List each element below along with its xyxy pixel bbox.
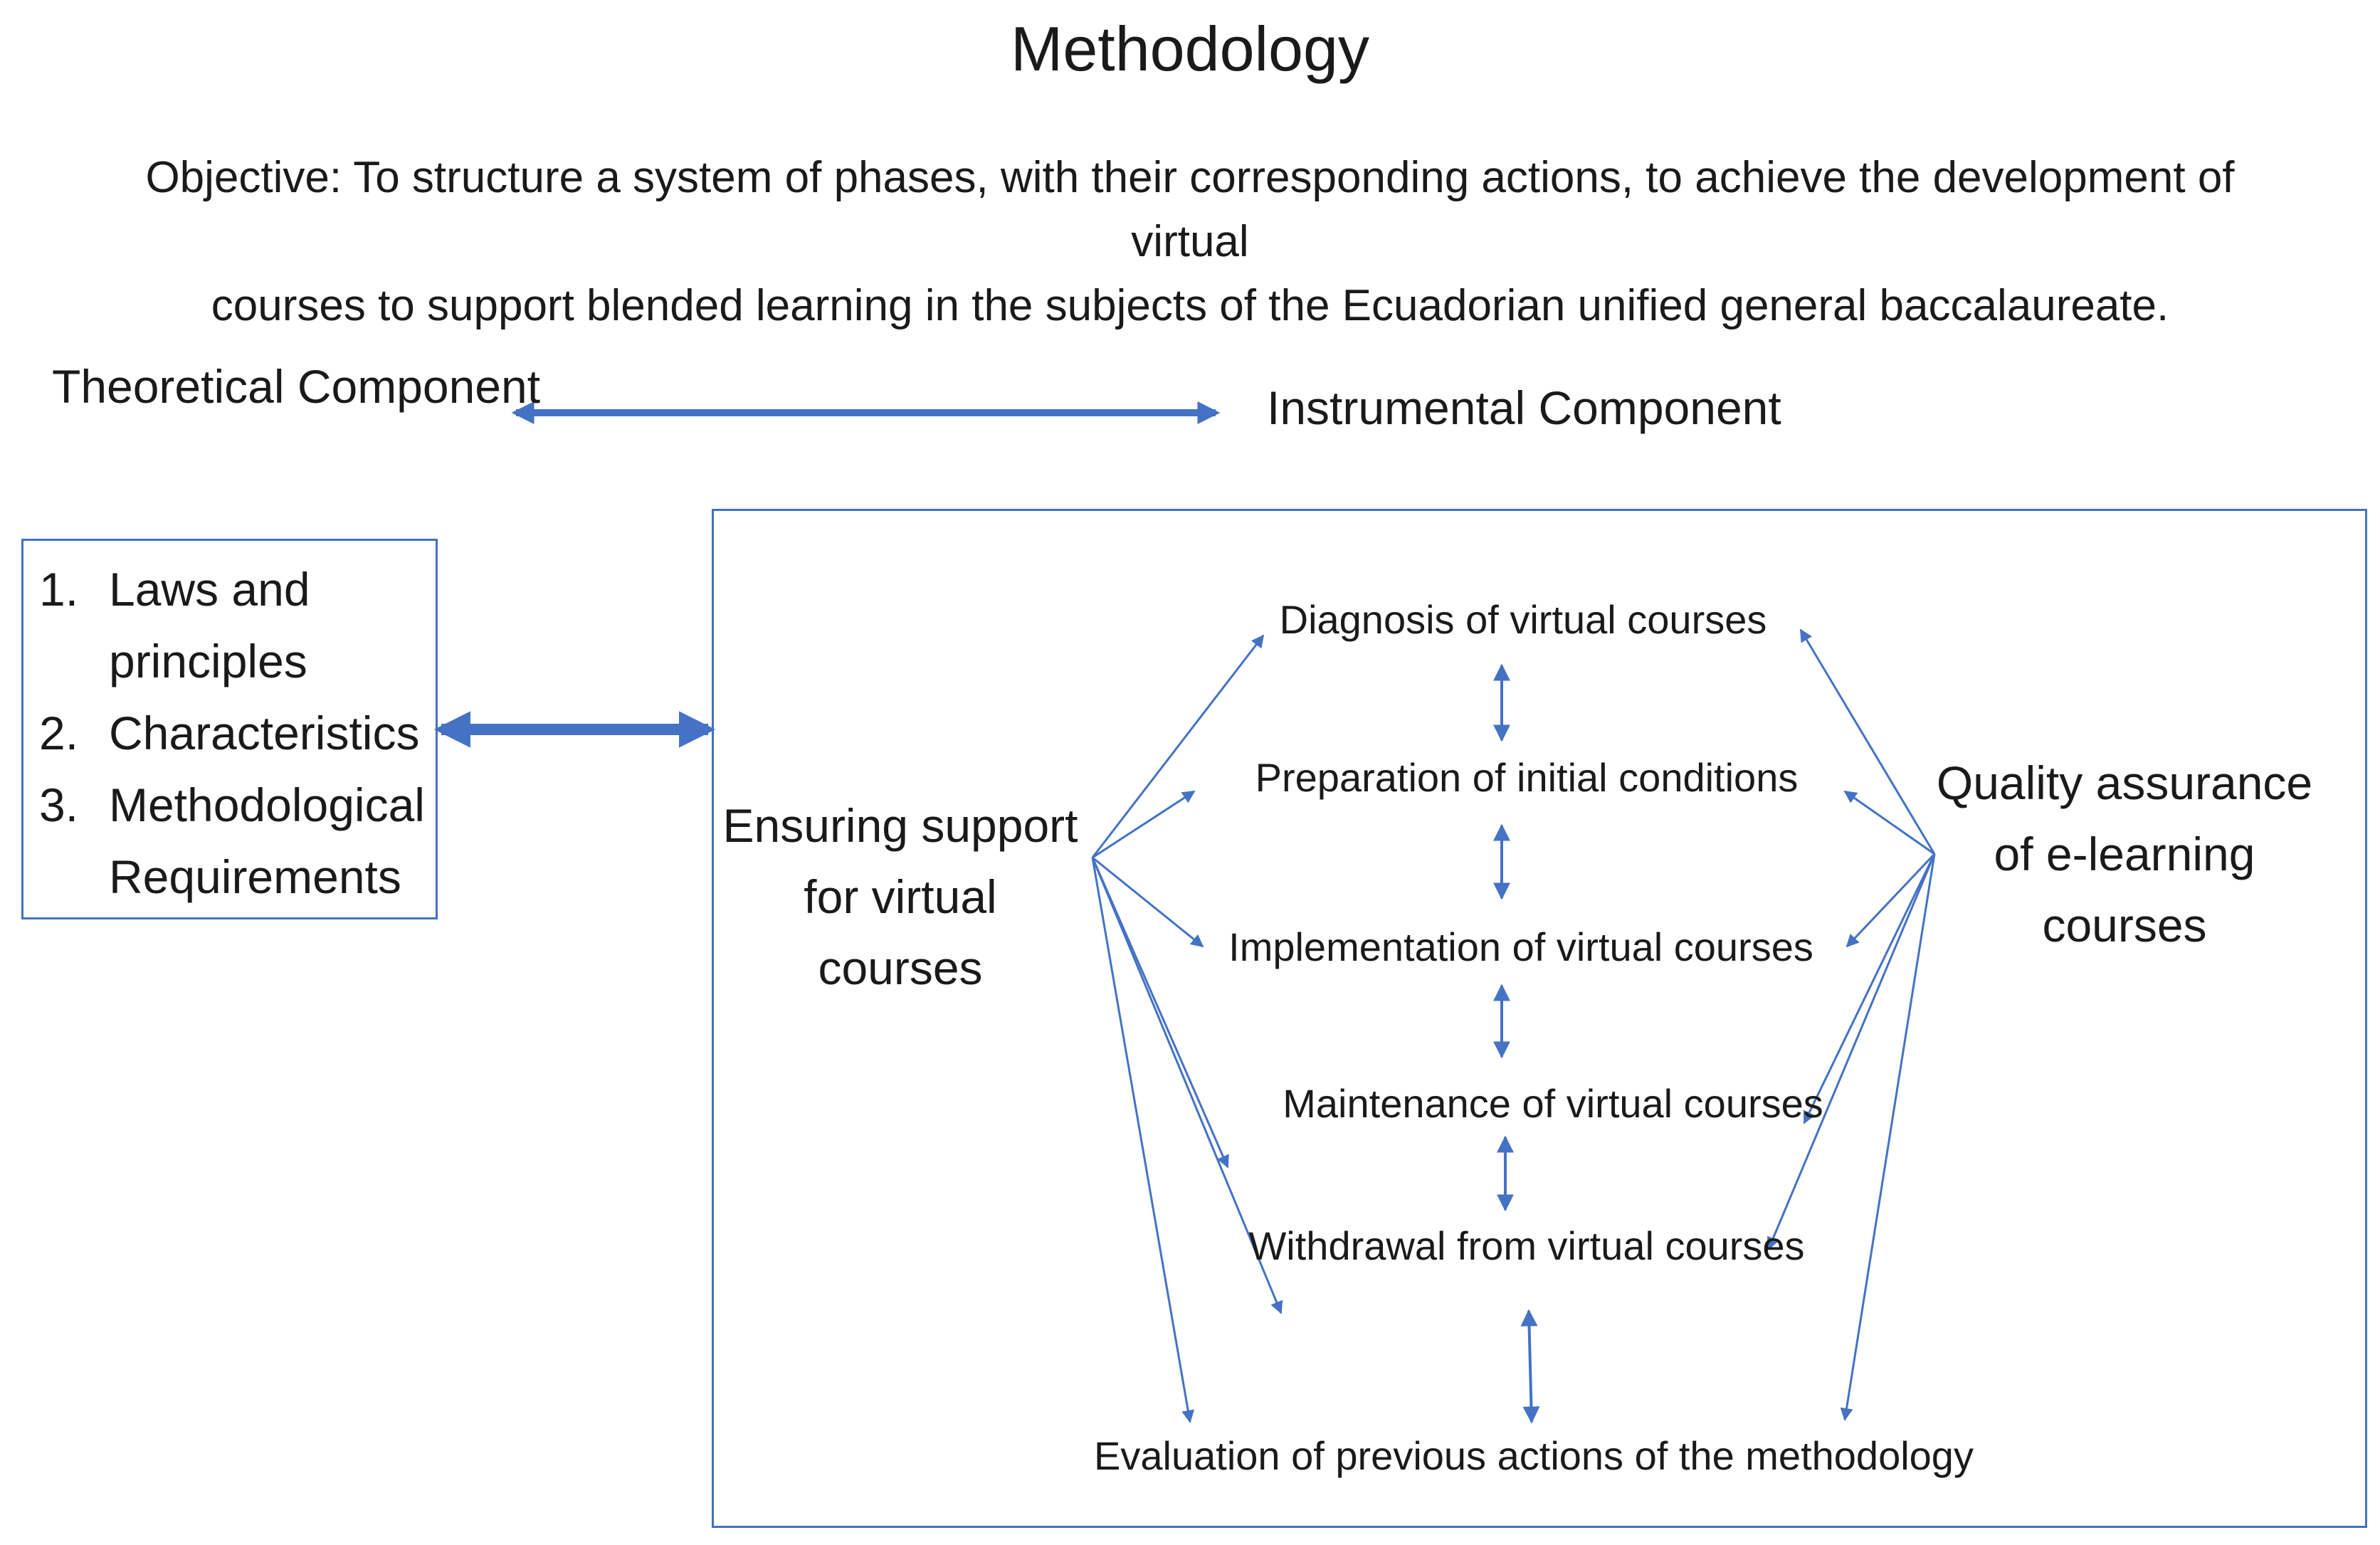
theoretical-box: 1. Laws and principles 2. Characteristic… — [21, 539, 438, 919]
quality-line: courses — [2042, 899, 2207, 951]
objective-text: Objective: To structure a system of phas… — [107, 146, 2273, 338]
phase-diagnosis: Diagnosis of virtual courses — [1279, 597, 1767, 642]
support-line: for virtual courses — [804, 870, 997, 994]
theoretical-list: 1. Laws and principles 2. Characteristic… — [23, 554, 436, 913]
phase-evaluation: Evaluation of previous actions of the me… — [1094, 1433, 1974, 1478]
theoretical-item: 3. Methodological Requirements — [23, 769, 436, 913]
quality-to-maintenance — [1803, 853, 1936, 1124]
quality-line: Quality assurance — [1936, 756, 2313, 809]
item-line: principles — [109, 635, 307, 687]
theoretical-item: 2. Characteristics — [23, 697, 436, 769]
item-number: 2. — [39, 707, 79, 759]
quality-label: Quality assurance of e-learning courses — [1936, 747, 2313, 961]
support-to-maintenance — [1091, 857, 1229, 1169]
support-to-implementation — [1092, 856, 1204, 948]
support-to-withdrawal — [1091, 857, 1283, 1314]
quality-to-implementation — [1845, 853, 1936, 948]
page-title: Methodology — [1011, 14, 1369, 84]
support-label: Ensuring support for virtual courses — [715, 790, 1085, 1003]
phase-link-5 — [1520, 1309, 1540, 1424]
quality-to-withdrawal — [1766, 853, 1936, 1250]
item-number: 3. — [39, 779, 79, 831]
instrumental-box — [712, 509, 2367, 1528]
support-to-preparation — [1092, 790, 1196, 859]
item-line: Laws and — [109, 563, 310, 616]
support-to-evaluation — [1091, 857, 1195, 1423]
quality-to-evaluation — [1840, 853, 1936, 1421]
theoretical-component-label: Theoretical Component — [52, 360, 541, 413]
item-line: Requirements — [109, 850, 401, 903]
quality-to-diagnosis — [1799, 628, 1936, 855]
item-number: 1. — [39, 563, 79, 616]
quality-to-preparation — [1843, 790, 1935, 855]
theoretical-item: 1. Laws and principles — [23, 554, 436, 697]
support-line: Ensuring support — [722, 799, 1078, 852]
phase-maintenance: Maintenance of virtual courses — [1283, 1081, 1823, 1126]
objective-line-2: courses to support blended learning in t… — [211, 281, 2169, 330]
objective-line-1: Objective: To structure a system of phas… — [145, 153, 2235, 266]
quality-line: of e-learning — [1994, 828, 2255, 880]
item-line: Methodological — [109, 779, 425, 831]
support-to-diagnosis — [1091, 634, 1265, 858]
phase-preparation: Preparation of initial conditions — [1255, 755, 1799, 800]
phase-implementation: Implementation of virtual courses — [1228, 924, 1813, 969]
instrumental-component-label: Instrumental Component — [1267, 381, 1781, 434]
item-line: Characteristics — [109, 707, 420, 759]
phase-withdrawal: Withdrawal from virtual courses — [1248, 1223, 1805, 1268]
